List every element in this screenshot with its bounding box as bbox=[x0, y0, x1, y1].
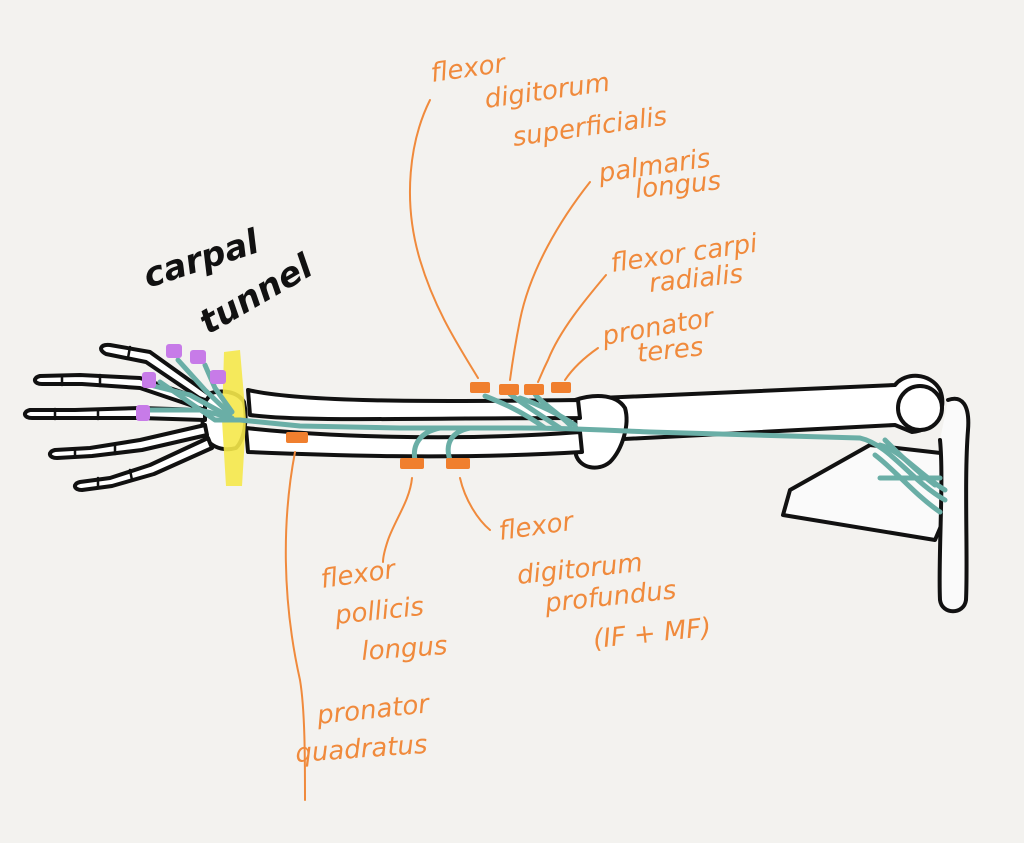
fds-leader bbox=[408, 99, 479, 379]
pq-leader bbox=[284, 451, 306, 801]
fpl-label: flexor pollicis longus bbox=[319, 554, 449, 666]
pq-line2: quadratus bbox=[294, 730, 428, 769]
carpal-tunnel-label: carpal tunnel bbox=[138, 221, 320, 342]
fcr-leader bbox=[537, 274, 607, 383]
index-finger-bone bbox=[33, 373, 207, 412]
fpl-line3: longus bbox=[360, 631, 448, 667]
pl-marker bbox=[499, 384, 519, 395]
fpl-line1: flexor bbox=[319, 554, 400, 594]
humerus bbox=[598, 373, 945, 442]
fpl-leader bbox=[382, 477, 413, 563]
ring-finger-bone bbox=[48, 423, 209, 460]
fcr-marker bbox=[524, 384, 544, 395]
fds-line3: superficialis bbox=[511, 102, 669, 153]
finger-joints bbox=[53, 345, 134, 490]
pt-line2: teres bbox=[636, 332, 705, 369]
pt-label: pronator teres bbox=[599, 302, 718, 369]
pq-label: pronator quadratus bbox=[294, 689, 432, 769]
hand-marker bbox=[210, 370, 226, 384]
little-finger-bone bbox=[73, 436, 214, 492]
fds-marker bbox=[470, 382, 490, 393]
fdp-line1: flexor bbox=[497, 506, 578, 546]
fds-label: flexor digitorum superficialis bbox=[429, 48, 669, 152]
fpl-line2: pollicis bbox=[333, 592, 426, 631]
fcr-label: flexor carpi radialis bbox=[609, 229, 760, 299]
radius bbox=[246, 388, 582, 422]
fdp-label: flexor digitorum profundus (IF + MF) bbox=[497, 506, 713, 654]
pt-marker bbox=[551, 382, 571, 393]
pq-marker bbox=[286, 432, 308, 443]
pl-label: palmaris longus bbox=[596, 144, 723, 205]
pl-leader bbox=[509, 181, 591, 381]
fpl-marker bbox=[400, 458, 424, 469]
hand-marker bbox=[142, 372, 156, 388]
median-nerve bbox=[147, 357, 948, 515]
scapula-spine bbox=[937, 396, 971, 614]
hand-marker bbox=[166, 344, 182, 358]
muscle-markers bbox=[286, 382, 571, 469]
fdp-line4: (IF + MF) bbox=[592, 613, 713, 655]
ulna bbox=[244, 426, 584, 459]
hand-markers bbox=[136, 344, 226, 421]
hand-marker bbox=[136, 405, 150, 421]
pt-leader bbox=[564, 347, 599, 381]
humeral-head bbox=[896, 384, 944, 432]
bones bbox=[23, 342, 971, 614]
fdp-leader bbox=[459, 477, 491, 531]
hand-marker bbox=[190, 350, 206, 364]
leader-lines bbox=[284, 99, 607, 801]
pq-line1: pronator bbox=[315, 689, 433, 731]
fdp-marker bbox=[446, 458, 470, 469]
